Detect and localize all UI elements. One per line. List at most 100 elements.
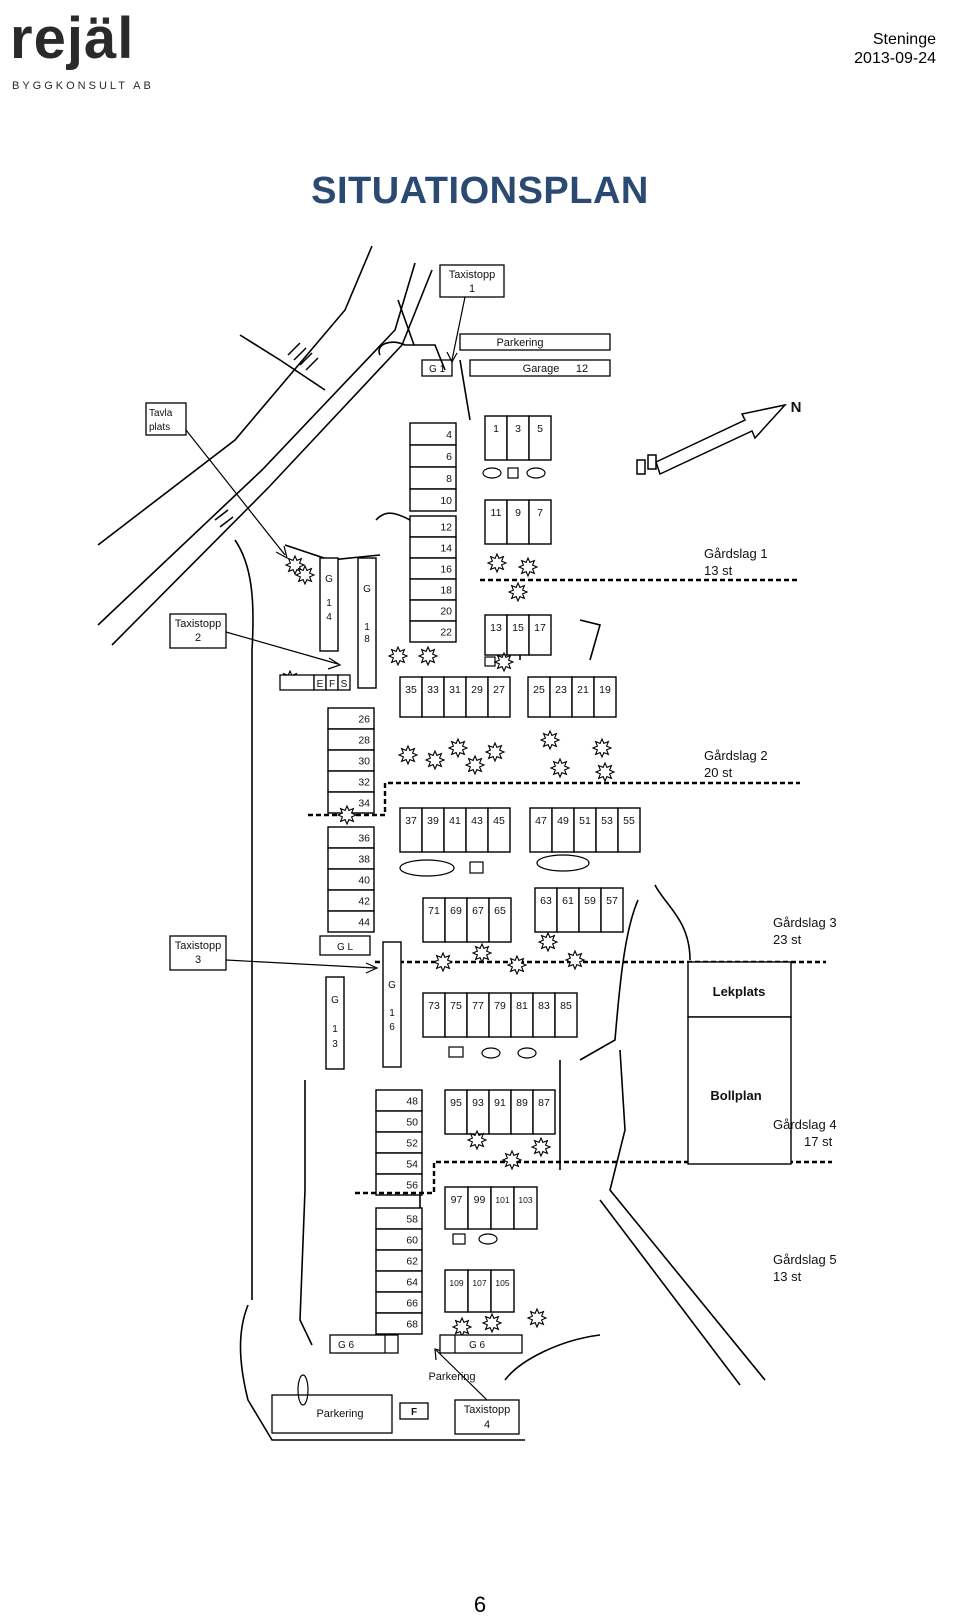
unit-cell [600, 887, 624, 933]
garage-g18: G 1 8 [357, 557, 377, 689]
tree-icon [387, 645, 409, 667]
oval-feature [399, 859, 455, 877]
square-feature [452, 1233, 466, 1245]
unit-number: 30 [358, 756, 370, 768]
gardslag-5-name: Gårdslag 5 [773, 1252, 837, 1267]
tree-icon [530, 1136, 552, 1158]
unit-cell [484, 614, 508, 656]
garage-g14-n2: 4 [326, 612, 332, 623]
tree-icon [517, 556, 539, 578]
unit-number: 35 [405, 684, 417, 696]
road-line [97, 245, 373, 546]
unit-cell [490, 1269, 515, 1313]
unit-number: 40 [358, 875, 370, 887]
efs-f: F [329, 679, 335, 690]
unit-number: 49 [557, 815, 569, 827]
parking-area-bottom: Parkering F [271, 1394, 429, 1434]
unit-cell [532, 1089, 556, 1135]
garage-gl-label: G L [337, 942, 354, 953]
unit-number: 18 [440, 585, 452, 597]
unit-cell [571, 676, 595, 718]
courtyard-boundary-line [308, 781, 800, 817]
gardslag-2-name: Gårdslag 2 [704, 748, 768, 763]
page-title: SITUATIONSPLAN [311, 170, 649, 212]
road-line [97, 262, 416, 626]
parking-label: Parkering [496, 337, 543, 349]
garage-label: Garage [523, 363, 560, 375]
garage-number: 12 [576, 363, 588, 375]
unit-number: 60 [406, 1235, 418, 1247]
unit-number: 93 [472, 1097, 484, 1109]
unit-number: 64 [406, 1277, 418, 1289]
unit-cell [528, 499, 552, 545]
unit-number: 105 [495, 1278, 509, 1288]
bollplan-area: Bollplan [687, 1016, 792, 1165]
unit-number: 20 [440, 606, 452, 618]
unit-number: 45 [493, 815, 505, 827]
unit-cell [554, 992, 578, 1038]
efs-s: S [341, 679, 348, 690]
road-line [599, 1199, 741, 1386]
unit-number: 75 [450, 1000, 462, 1012]
tree-icon [537, 931, 559, 953]
unit-number: 87 [538, 1097, 550, 1109]
unit-number: 47 [535, 815, 547, 827]
unit-cell [617, 807, 641, 853]
gardslag-1-count: 13 st [704, 563, 733, 578]
crosswalk-marks [214, 342, 319, 528]
unit-number: 25 [533, 684, 545, 696]
road-line [654, 884, 691, 961]
unit-number: 7 [537, 507, 543, 519]
unit-number: 57 [606, 895, 618, 907]
unit-number: 15 [512, 622, 524, 634]
unit-cell [444, 1269, 469, 1313]
unit-cell [409, 620, 457, 643]
tree-icon [549, 757, 571, 779]
unit-cell [487, 676, 511, 718]
tree-icon [507, 581, 529, 603]
unit-number: 38 [358, 854, 370, 866]
unit-number: 97 [451, 1194, 463, 1206]
taxistopp-2-box: Taxistopp 2 [169, 613, 227, 649]
gardslag-5-count: 13 st [773, 1269, 802, 1284]
unit-number: 56 [406, 1180, 418, 1192]
unit-number: 55 [623, 815, 635, 827]
courtyard-boundary-line [355, 1160, 832, 1195]
unit-number: 91 [494, 1097, 506, 1109]
unit-number: 39 [427, 815, 439, 827]
oval-feature [297, 1374, 309, 1406]
unit-number: 59 [584, 895, 596, 907]
unit-number: 83 [538, 1000, 550, 1012]
unit-number: 1 [493, 423, 499, 435]
tavla-label-line1: Tavla [149, 408, 173, 419]
unit-number: 14 [440, 543, 452, 555]
oval-feature [478, 1233, 498, 1245]
unit-cell [467, 1269, 492, 1313]
unit-number: 41 [449, 815, 461, 827]
unit-number: 31 [449, 684, 461, 696]
lekplats-area: Lekplats [687, 961, 792, 1018]
north-arrow [636, 403, 788, 476]
oval-feature [517, 1047, 537, 1059]
garage-g16: G 1 6 [382, 941, 402, 1068]
company-logo: rejäl BYGGKONSULT AB [10, 10, 151, 100]
road-line [111, 269, 433, 646]
unit-number: 65 [494, 905, 506, 917]
building-blocks [327, 415, 641, 1335]
gardslag-4-name: Gårdslag 4 [773, 1117, 837, 1132]
bollplan-label: Bollplan [710, 1088, 761, 1103]
parking-label-bottom: Parkering [316, 1408, 363, 1420]
square-feature [484, 656, 496, 667]
efs-building: E F S [279, 674, 351, 691]
garage-gl: G L [319, 935, 371, 956]
unit-cell [528, 614, 552, 656]
unit-number: 58 [406, 1214, 418, 1226]
square-feature [469, 861, 484, 874]
garage-g13-n2: 3 [332, 1039, 338, 1050]
tree-icon [526, 1307, 548, 1329]
road-line [609, 1049, 766, 1381]
tree-icon [493, 651, 515, 673]
unit-number: 21 [577, 684, 589, 696]
taxistopp-1-box: Taxistopp 1 [439, 264, 505, 298]
